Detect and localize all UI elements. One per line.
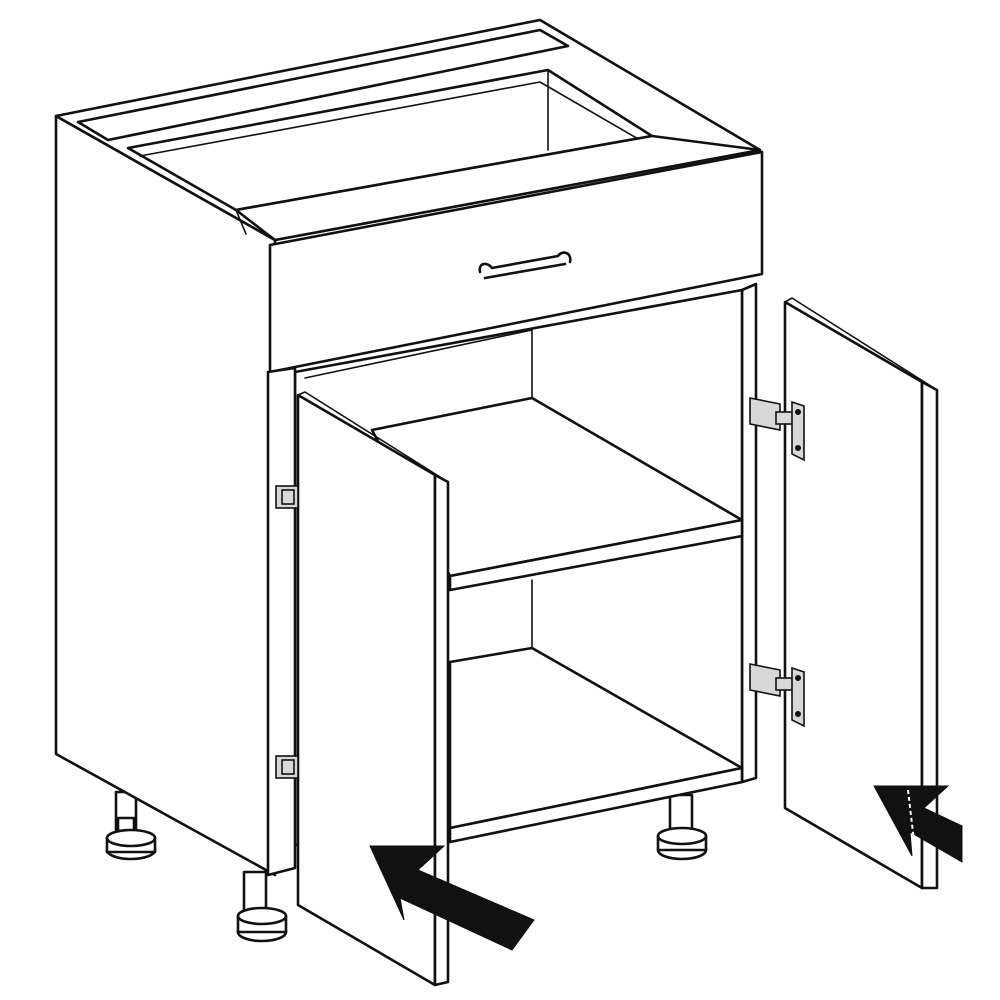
shelf-front-edge	[448, 518, 744, 592]
top-back-rail	[76, 28, 570, 142]
left-side-panel	[54, 114, 277, 877]
drawer-handle-icon	[478, 251, 572, 280]
top-front-rail	[234, 134, 762, 242]
leg-front-left	[236, 870, 288, 943]
right-side-panel-edge	[740, 282, 758, 784]
door-insert-arrow-icon	[873, 785, 963, 863]
door-insert-arrow-icon	[369, 845, 535, 951]
leg-back-right	[656, 793, 708, 861]
leg-back-left	[105, 790, 157, 861]
hinge-icon	[749, 397, 805, 462]
hinge-icon	[275, 755, 299, 779]
bottom-front-edge	[448, 766, 744, 844]
hinge-icon	[749, 663, 805, 728]
front-left-stile	[266, 366, 297, 877]
hinge-icon	[275, 485, 299, 509]
